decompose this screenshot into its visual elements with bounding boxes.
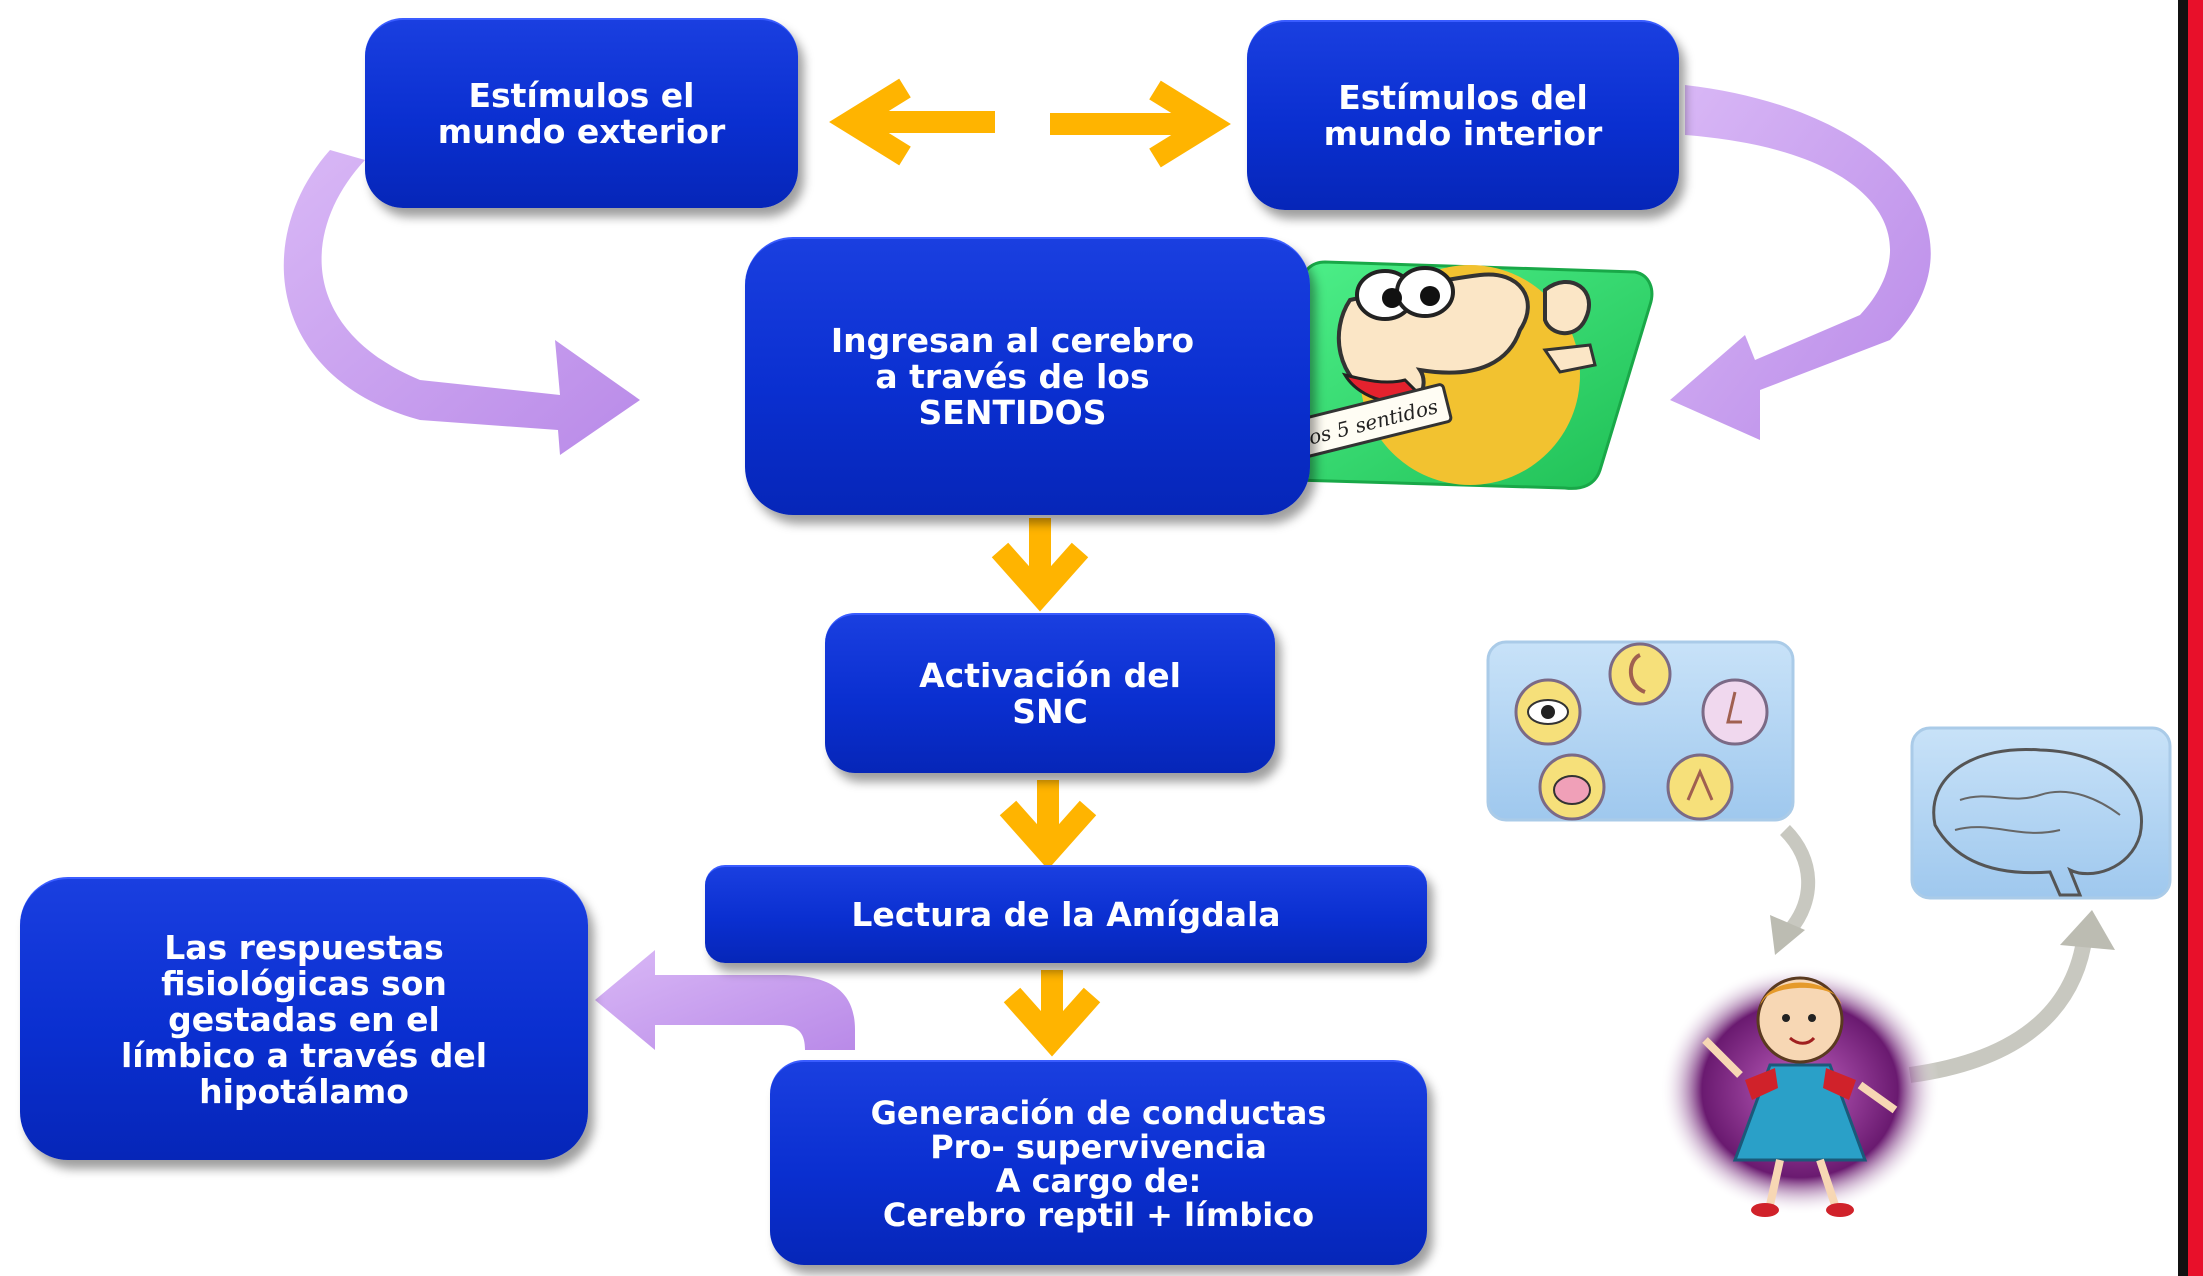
curved-arrow-right [1670,85,1931,440]
double-arrow-horizontal [829,78,1231,168]
box-label: Ingresan al cerebro a través de los SENT… [830,321,1195,432]
senses-icons-panel [1486,640,1795,822]
box-label: Activación del SNC [919,656,1181,731]
box-ingresan-sentidos: Ingresan al cerebro a través de los SENT… [745,237,1310,515]
box-respuestas-fisiologicas: Las respuestas fisiológicas son gestadas… [20,877,588,1160]
box-estimulos-interior: Estímulos del mundo interior [1247,20,1679,210]
grey-arrow-to-girl [1770,825,1816,955]
box-label: Estímulos del mundo interior [1323,78,1603,153]
curved-arrow-bottom [595,950,855,1050]
down-arrow-3 [1003,970,1101,1057]
down-arrow-2 [999,780,1097,870]
box-lectura-amigdala: Lectura de la Amígdala [705,865,1427,963]
box-generacion-conductas: Generación de conductas Pro- supervivenc… [770,1060,1427,1265]
down-arrow-1 [991,518,1089,612]
grey-arrow-to-brain [1908,910,2115,1083]
box-label: Las respuestas fisiológicas son gestadas… [120,927,488,1111]
curved-arrow-left [283,150,640,455]
box-estimulos-exterior: Estímulos el mundo exterior [365,18,798,208]
box-activacion-snc: Activación del SNC [825,613,1275,773]
box-label: Lectura de la Amígdala [851,895,1281,934]
brain-illustration [1910,726,2172,900]
box-label: Generación de conductas Pro- supervivenc… [870,1093,1327,1234]
five-senses-illustration: Los 5 sentidos [1272,260,1654,490]
girl-illustration [1660,965,1940,1217]
box-label: Estímulos el mundo exterior [437,76,726,151]
right-edge-bar [2178,0,2203,1276]
